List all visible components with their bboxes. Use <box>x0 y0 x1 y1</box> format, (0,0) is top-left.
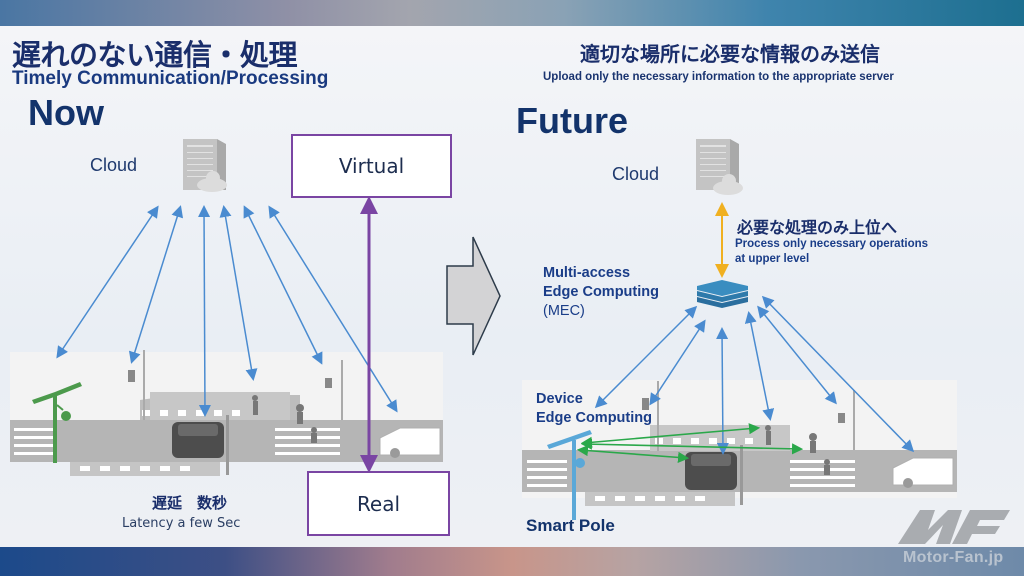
traffic-light-icon <box>143 350 145 420</box>
real-box: Real <box>307 471 450 536</box>
smart-pole-label: Smart Pole <box>526 516 615 535</box>
v2x-arrow <box>580 438 804 455</box>
mec-label: Multi-access Edge Computing (MEC) <box>543 264 659 321</box>
pedestrian-icon <box>252 395 258 415</box>
mec-line3: (MEC) <box>543 303 585 319</box>
car-icon <box>172 422 224 458</box>
traffic-light-icon <box>853 390 855 450</box>
cloud-icon <box>713 174 743 195</box>
link-arrow <box>198 205 211 417</box>
virtual-label: Virtual <box>338 154 405 178</box>
smart-pole-icon <box>32 382 82 463</box>
street-scene-now <box>10 350 443 476</box>
page-title-jp: 遅れのない通信・処理 <box>12 38 298 72</box>
pedestrian-icon <box>311 427 317 443</box>
upper-level-label-en: Process only necessary operations at upp… <box>735 237 928 267</box>
transition-arrow-icon <box>446 236 501 356</box>
motor-fan-logo-icon <box>898 510 1010 544</box>
link-arrow <box>761 295 915 453</box>
link-arrow <box>649 319 706 406</box>
latency-label-jp: 遅延 数秒 <box>152 494 228 512</box>
link-arrow <box>56 205 159 359</box>
v2x-arrow <box>576 445 690 463</box>
cloud-label-future: Cloud <box>612 164 660 184</box>
real-label: Real <box>356 491 401 516</box>
traffic-light-icon <box>341 360 343 420</box>
subtitle-en: Upload only the necessary information to… <box>543 71 894 83</box>
upper-level-line1: Process only necessary operations <box>735 238 929 250</box>
pedestrian-icon <box>296 404 304 424</box>
upper-level-label-jp: 必要な処理のみ上位へ <box>737 218 898 237</box>
pedestrian-icon <box>809 433 817 453</box>
now-heading: Now <box>28 92 104 133</box>
mec-line2: Edge Computing <box>543 284 659 300</box>
device-edge-arrows <box>576 423 804 463</box>
link-arrow <box>243 205 323 365</box>
pedestrian-icon <box>824 459 830 475</box>
virtual-box: Virtual <box>291 134 452 198</box>
future-heading: Future <box>516 100 628 141</box>
upper-level-line2: at upper level <box>735 253 810 265</box>
mec-server-icon <box>697 280 748 308</box>
car-icon <box>892 457 954 488</box>
device-edge-line2: Edge Computing <box>536 410 652 426</box>
car-icon <box>685 452 737 490</box>
subtitle-jp: 適切な場所に必要な情報のみ送信 <box>580 42 880 66</box>
cloud-label-now: Cloud <box>90 155 138 175</box>
top-banner <box>0 0 1024 26</box>
traffic-light-icon <box>657 381 659 451</box>
link-arrow <box>128 205 184 364</box>
page-title-en: Timely Communication/Processing <box>12 68 329 89</box>
latency-label-en: Latency a few Sec <box>122 516 241 531</box>
car-icon <box>379 427 441 458</box>
watermark-text: Motor-Fan.jp <box>903 549 1004 566</box>
device-edge-line1: Device <box>536 391 583 407</box>
cloud-icon <box>197 171 227 192</box>
bottom-banner <box>0 547 1024 576</box>
link-arrow <box>716 327 729 455</box>
device-edge-label: Device Edge Computing <box>536 390 652 428</box>
mec-line1: Multi-access <box>543 265 631 281</box>
